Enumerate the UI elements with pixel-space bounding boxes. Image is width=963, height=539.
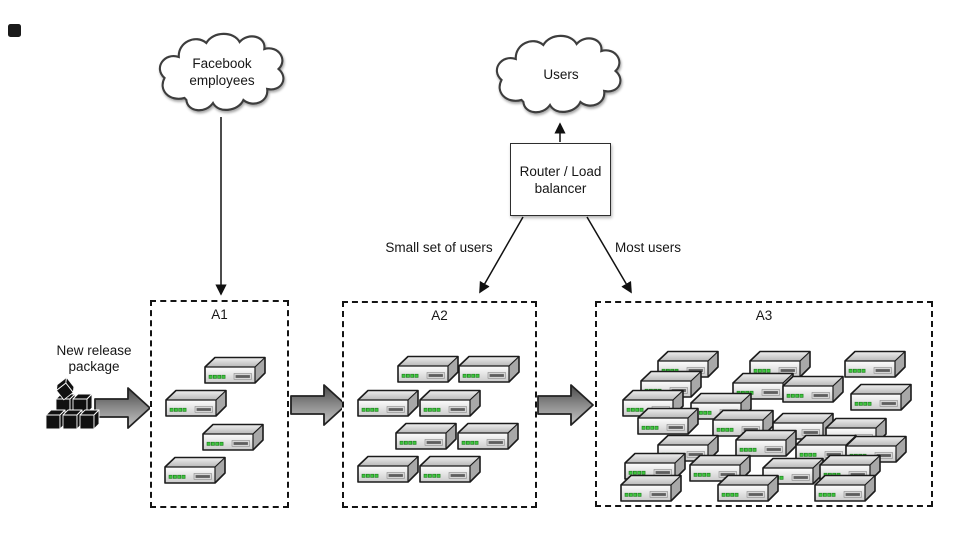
server-icon xyxy=(457,422,519,450)
package-icon xyxy=(45,376,100,430)
facebook-cloud-label: Facebook employees xyxy=(158,55,286,89)
release-label-line2: package xyxy=(68,359,120,374)
server-icon xyxy=(782,375,844,403)
release-label-line1: New release xyxy=(56,343,132,358)
cluster-a2-label: A2 xyxy=(431,308,448,323)
server-icon xyxy=(814,474,876,502)
deploy-arrow-a2-to-a3 xyxy=(537,384,594,426)
cluster-a2-box: A2 xyxy=(342,301,537,508)
cluster-a2-servers xyxy=(344,303,535,506)
server-icon xyxy=(395,422,457,450)
server-icon xyxy=(419,455,481,483)
cluster-a3-box: A3 xyxy=(595,301,933,507)
server-icon xyxy=(164,456,226,484)
server-icon xyxy=(620,474,682,502)
server-icon xyxy=(419,389,481,417)
cluster-a1-box: A1 xyxy=(150,300,289,508)
deploy-arrow-package-to-a1 xyxy=(94,387,151,429)
router-load-balancer-box: Router / Load balancer xyxy=(510,143,611,216)
server-icon xyxy=(850,383,912,411)
server-icon xyxy=(397,355,459,383)
server-icon xyxy=(165,389,227,417)
server-icon xyxy=(202,423,264,451)
server-icon xyxy=(844,350,906,378)
router-label-line2: balancer xyxy=(534,180,587,196)
cluster-a1-label: A1 xyxy=(211,307,228,322)
cluster-a1-servers xyxy=(152,302,287,506)
deploy-arrow-a1-to-a2 xyxy=(290,384,347,426)
small-set-of-users-label: Small set of users xyxy=(385,240,493,255)
server-icon xyxy=(204,356,266,384)
users-cloud xyxy=(495,34,622,114)
new-release-package-label: New release package xyxy=(38,343,150,375)
router-label-line1: Router / Load xyxy=(519,163,602,179)
users-cloud-label: Users xyxy=(543,67,579,82)
corner-mark xyxy=(8,24,21,37)
facebook-cloud-label-line1: Facebook xyxy=(192,56,252,71)
server-icon xyxy=(637,407,699,435)
arrow-router-to-a3 xyxy=(586,216,632,294)
server-icon xyxy=(735,429,797,457)
server-icon xyxy=(357,389,419,417)
server-icon xyxy=(717,474,779,502)
cluster-a3-label: A3 xyxy=(755,308,773,323)
facebook-cloud-label-line2: employees xyxy=(189,73,255,88)
cluster-a3-servers xyxy=(597,303,931,505)
server-icon xyxy=(458,355,520,383)
most-users-label: Most users xyxy=(614,240,682,255)
server-icon xyxy=(357,455,419,483)
arrow-router-to-a2 xyxy=(479,216,524,294)
facebook-cloud xyxy=(158,32,285,112)
